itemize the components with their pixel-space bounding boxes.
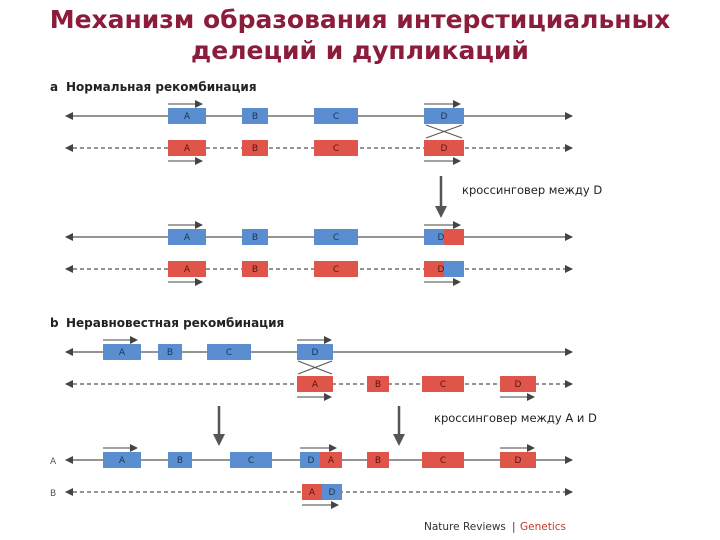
panel-b-label: Неравновестная рекомбинация [66,316,284,330]
gene-label: D [441,144,448,154]
gene-box-a [168,261,206,277]
gene-label: C [333,265,339,275]
gene-box-a [103,452,141,468]
gene-label: B [252,265,258,275]
chromosome-b1: A B C D [65,336,573,360]
gene-label: D [515,380,522,390]
credit-journal: Genetics [520,521,566,533]
gene-label: B [375,456,381,466]
gene-box-d [300,452,320,468]
credit-source: Nature Reviews [424,521,506,533]
gene-label: A [312,380,319,390]
page-title: Механизм образования интерстициальных де… [0,4,720,66]
gene-box-d [424,108,464,124]
chromosome-b2: A B C D [65,376,573,401]
gene-label: A [119,456,126,466]
gene-box-d-part [444,229,464,245]
chromosome-b4: A D [65,484,573,509]
gene-box-d [500,376,536,392]
gene-box-b [242,229,268,245]
gene-box-a [168,140,206,156]
gene-box-a [168,108,206,124]
chromosome-a3: A B C D [65,221,573,245]
crossover-label-a: кроссинговер между D [462,183,602,197]
gene-box-c [314,229,358,245]
gene-label: D [438,265,445,275]
gene-label: B [252,233,258,243]
gene-label: D [438,233,445,243]
gene-box-c [230,452,272,468]
gene-label: B [375,380,381,390]
title-line-1: Механизм образования интерстициальных [49,5,671,34]
chromosome-a2: A B C D [65,140,573,165]
gene-label: A [184,144,191,154]
gene-box-c [207,344,251,360]
gene-box-c [314,108,358,124]
gene-label: C [440,380,446,390]
gene-label: A [309,488,316,498]
gene-box-d-part [322,484,342,500]
gene-box-a [302,484,322,500]
gene-box-d [297,344,333,360]
gene-box-c [314,261,358,277]
gene-box-a [103,344,141,360]
gene-box-b [168,452,192,468]
crossover-label-b: кроссинговер между A и D [434,411,597,425]
gene-box-d [424,140,464,156]
gene-label: D [308,456,315,466]
gene-label: D [515,456,522,466]
gene-label: D [312,348,319,358]
crossover-mark-a [425,124,463,139]
gene-label: A [184,112,191,122]
gene-box-c [314,140,358,156]
gene-box-d [424,261,444,277]
gene-box-b [242,140,268,156]
gene-label: B [252,112,258,122]
credit-separator: | [512,521,516,533]
gene-box-b [242,261,268,277]
gene-box-a [297,376,333,392]
gene-label: C [226,348,232,358]
gene-label: B [177,456,183,466]
panel-a-letter: a [50,80,58,94]
side-label-a: A [50,457,57,467]
gene-label: C [333,144,339,154]
gene-label: D [441,112,448,122]
gene-box-c [422,376,464,392]
gene-box-a-part [320,452,342,468]
gene-box-d-part [444,261,464,277]
gene-label: A [119,348,126,358]
gene-box-a [168,229,206,245]
gene-label: A [328,456,335,466]
gene-label: C [248,456,254,466]
title-line-2: делеций и дупликаций [191,36,529,65]
chromosome-a4: A B C D [65,261,573,286]
gene-label: A [184,265,191,275]
gene-box-b [367,452,389,468]
gene-label: A [184,233,191,243]
gene-label: B [167,348,173,358]
panel-b-letter: b [50,316,59,330]
gene-label: C [333,233,339,243]
gene-box-b [158,344,182,360]
gene-label: C [333,112,339,122]
gene-box-b [242,108,268,124]
gene-box-d [500,452,536,468]
gene-label: C [440,456,446,466]
chromosome-a1: A B C D [65,100,573,124]
chromosome-b3: A B C D A B C D [65,444,573,468]
side-label-b: B [50,489,56,499]
gene-label: D [329,488,336,498]
gene-box-c [422,452,464,468]
gene-box-b [367,376,389,392]
panel-a-label: Нормальная рекомбинация [66,80,257,94]
crossover-mark-b [297,360,333,375]
gene-label: B [252,144,258,154]
gene-box-d [424,229,444,245]
